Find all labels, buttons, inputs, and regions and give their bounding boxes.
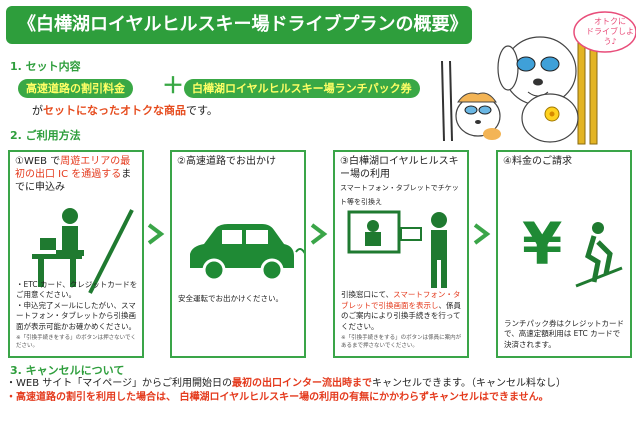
step-1-title: ①WEB で周遊エリアの最初の出口 IC を通過するまでに申込み [15,156,132,193]
arrow-right-icon [147,223,165,245]
step-card-3: ③白樺湖ロイヤルヒルスキー場の利用 スマートフォン・タブレットでチケット等を引換… [333,150,469,358]
mascot-illustration [441,11,636,145]
discount-pill: 高速道路の割引料金 [18,79,133,98]
step-3-title: ③白樺湖ロイヤルヒルスキー場の利用 スマートフォン・タブレットでチケット等を引換… [340,156,459,206]
lunch-pack-pill: 白樺湖ロイヤルヒルスキー場ランチパック券 [184,79,420,98]
cancel-line-2: ・高速道路の割引を利用した場合は、 白樺湖ロイヤルヒルスキー場の利用の有無にかか… [6,392,549,403]
car-icon [190,224,304,282]
step-card-2: ②高速道路でお出かけ 安全運転でお出かけください。 [170,150,306,358]
cancel-info: ・WEB サイト「マイページ」からご利用開始日の最初の出口インター流出時までキャ… [6,377,634,419]
step-card-4: ④料金のご請求 ¥ ランチパック券はクレジットカードで、高速定額利用は ETC … [496,150,632,358]
section1-heading: 1. セット内容 [10,60,81,73]
ticket-exchange-icon [347,210,447,288]
step-card-1: ①WEB で周遊エリアの最初の出口 IC を通過するまでに申込み ・ETC カー… [8,150,144,358]
cancel-line-1: ・WEB サイト「マイページ」からご利用開始日の最初の出口インター流出時までキャ… [6,378,567,389]
section3-heading: 3. キャンセルについて [10,364,125,377]
step-2-title: ②高速道路でお出かけ [177,156,276,167]
plus-icon: ＋ [162,74,185,99]
svg-text:¥: ¥ [522,210,562,278]
step-3-body: 引換窓口にて、スマートフォン・タブレットで引換画面を表示し、係員のご案内により引… [341,290,462,349]
step-4-title: ④料金のご請求 [503,156,572,167]
step-4-body: ランチパック券はクレジットカードで、高速定額利用は ETC カードで決済されます… [504,318,624,349]
yen-skier-icon: ¥ [522,210,623,288]
web-signup-icon [32,208,134,294]
arrow-right-icon [310,223,328,245]
step-2-body: 安全運転でお出かけください。 [178,293,283,303]
step-1-body: ・ETC カード、クレジットカードをご用意ください。 ・申込完了メールにしたがい… [16,279,138,350]
arrow-right-icon [473,223,491,245]
page-title: 《白樺湖ロイヤルヒルスキー場ドライブプランの概要》 [6,6,472,44]
set-description: がセットになったオトクな商品です。 [32,104,218,117]
section2-heading: 2. ご利用方法 [10,129,81,142]
speech-bubble-text: オトクに ドライブしよう♪ [586,17,634,46]
